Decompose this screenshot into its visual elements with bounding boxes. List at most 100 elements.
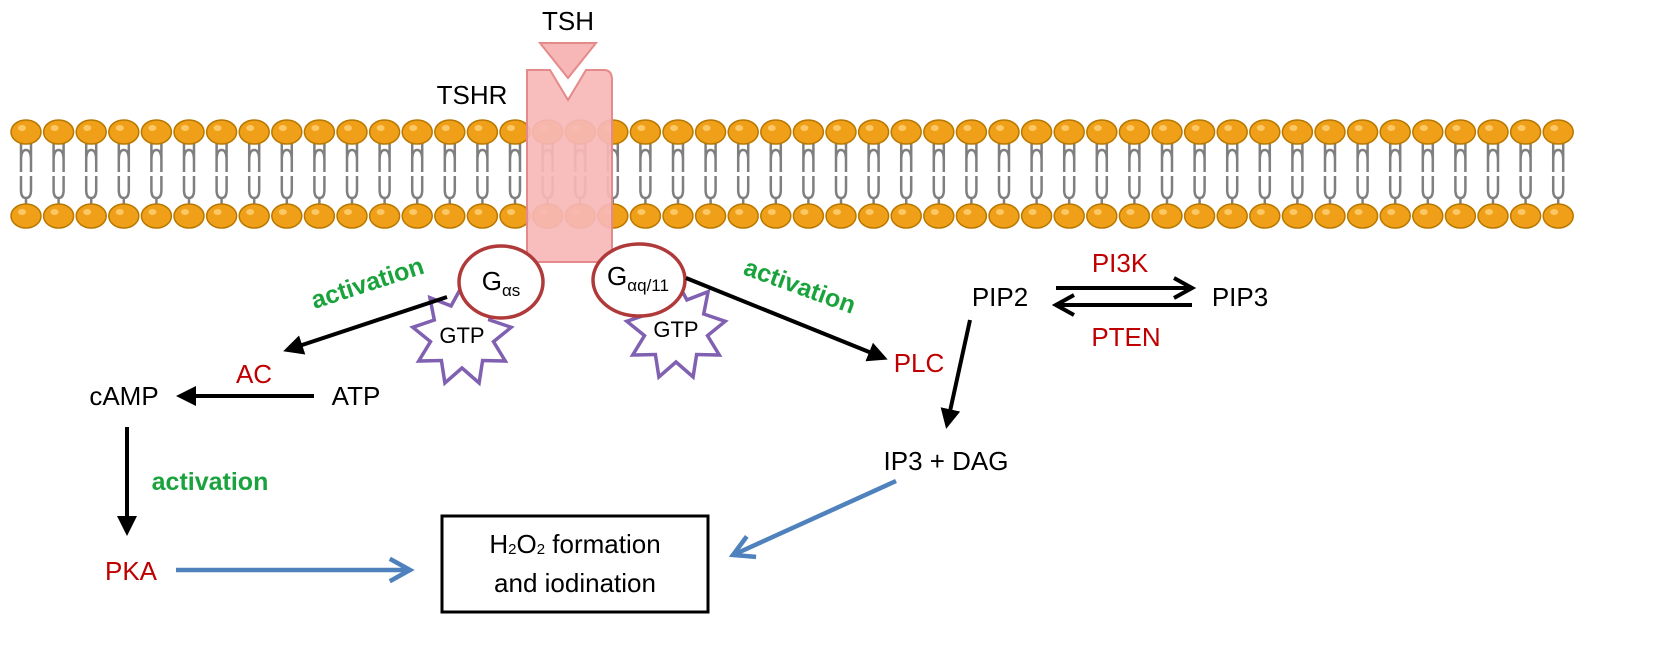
lipid-tail-lower [1519, 176, 1532, 206]
lipid-tail-upper [508, 142, 522, 161]
lipid-head-highlight [1159, 125, 1167, 131]
lipid-tail-upper-end [1291, 160, 1304, 172]
lipid-tail-lower [150, 176, 163, 206]
lipid-tail-upper-end [378, 160, 391, 172]
lipid-head-upper [434, 119, 466, 145]
lipid-head-highlight [409, 209, 418, 215]
lipid-tail-lower [1160, 176, 1174, 206]
lipid-head-highlight [311, 209, 320, 215]
lipid-head-upper [1118, 119, 1151, 145]
lipid-tail-upper [1160, 142, 1174, 161]
lipid-tail-upper-end [247, 160, 261, 172]
lipid-tail-lower [215, 176, 228, 206]
pi3k-label: PI3K [1092, 248, 1149, 278]
activation-label-left: activation [308, 252, 428, 315]
lipid-head-upper [662, 119, 694, 145]
lipid-tail-upper [867, 142, 880, 161]
lipid-head-highlight [441, 209, 450, 215]
lipid-head-highlight [735, 125, 744, 131]
lipid-tail-upper-end [1128, 160, 1141, 172]
lipid-tail-lower [802, 176, 815, 206]
lipid-tail-upper-end [1388, 160, 1402, 172]
lipid-head-lower [923, 203, 955, 229]
lipid-head-highlight [278, 209, 287, 215]
lipid-head-lower [173, 203, 205, 229]
lipid-head-lower [1346, 203, 1379, 229]
lipid-head-lower [271, 203, 303, 229]
g-alpha-s-protein [457, 244, 545, 320]
lipid-head-highlight [1028, 125, 1037, 131]
lipid-head-lower [694, 203, 727, 229]
lipid-head-upper [1412, 119, 1444, 145]
lipid-head-lower [499, 203, 531, 229]
lipid-head-highlight [670, 209, 678, 215]
lipid-tail-upper-end [1160, 160, 1174, 172]
lipid-tail-lower [378, 176, 391, 206]
lipid-tail-upper [802, 142, 815, 161]
lipid-tail-upper [313, 142, 326, 161]
lipid-head-highlight [1126, 125, 1135, 131]
lipid-head-lower [1216, 203, 1248, 229]
g-alpha-q11-protein [591, 242, 687, 318]
gtp-right-label: GTP [653, 317, 698, 342]
lipid-head-upper [1346, 119, 1379, 145]
lipid-head-highlight [1485, 125, 1493, 131]
lipid-tail-lower [1258, 176, 1272, 206]
lipid-tail-lower [410, 176, 424, 206]
lipid-head-lower [955, 203, 988, 229]
lipid-tail-upper [215, 142, 228, 161]
lipid-tail-upper-end [965, 160, 978, 172]
lipid-tail-upper [932, 142, 946, 161]
g-alpha-q11-sub: αq/11 [627, 276, 669, 295]
lipid-tail-upper [899, 142, 913, 161]
lipid-head-upper [42, 119, 75, 145]
lipid-tail-upper [378, 142, 391, 161]
lipid-head-highlight [213, 209, 222, 215]
lipid-tail-upper [1193, 142, 1206, 161]
lipid-tail-upper-end [410, 160, 424, 172]
lipid-tail-upper-end [1551, 160, 1565, 172]
lipid-tail-upper [443, 142, 457, 161]
lipid-tail-upper [1356, 142, 1369, 161]
lipid-tail-lower [736, 176, 750, 206]
lipid-head-highlight [1322, 125, 1330, 131]
pip3-label: PIP3 [1212, 282, 1268, 312]
plc-label: PLC [894, 348, 945, 378]
lipid-head-upper [238, 119, 270, 145]
lipid-head-highlight [702, 125, 711, 131]
lipid-head-upper [988, 119, 1020, 145]
lipid-tail-lower [19, 176, 33, 206]
lipid-head-highlight [930, 125, 939, 131]
lipid-head-lower [401, 203, 433, 229]
lipid-head-highlight [1387, 125, 1396, 131]
lipid-tail-upper [671, 142, 685, 161]
lipid-tail-upper-end [1519, 160, 1532, 172]
lipid-tail-lower [1095, 176, 1109, 206]
lipid-tail-upper-end [476, 160, 489, 172]
lipid-tail-lower [52, 176, 65, 206]
lipid-head-lower [662, 203, 694, 229]
lipid-head-highlight [246, 209, 255, 215]
arrow-gaq-to-plc [685, 276, 888, 362]
lipid-tail-upper [1030, 142, 1043, 161]
pten-label: PTEN [1091, 322, 1160, 352]
lipid-tail-upper-end [769, 160, 783, 172]
lipid-head-lower [42, 203, 75, 229]
activation-label-camp: activation [152, 468, 269, 496]
lipid-head-highlight [50, 209, 59, 215]
lipid-head-upper [1477, 119, 1509, 145]
lipid-tail-upper [1388, 142, 1402, 161]
lipid-head-highlight [1126, 209, 1135, 215]
lipid-head-upper [368, 119, 401, 145]
lipid-head-lower [1118, 203, 1151, 229]
lipid-tail-lower [899, 176, 913, 206]
lipid-tail-lower [247, 176, 261, 206]
lipid-tail-upper [1519, 142, 1532, 161]
g-alpha-s-main: G [482, 266, 502, 296]
lipid-tail-upper-end [508, 160, 522, 172]
lipid-head-upper [173, 119, 205, 145]
lipid-tail-upper [19, 142, 33, 161]
lipid-tail-upper-end [997, 160, 1011, 172]
lipid-tail-lower [1551, 176, 1565, 206]
lipid-head-upper [10, 119, 42, 145]
